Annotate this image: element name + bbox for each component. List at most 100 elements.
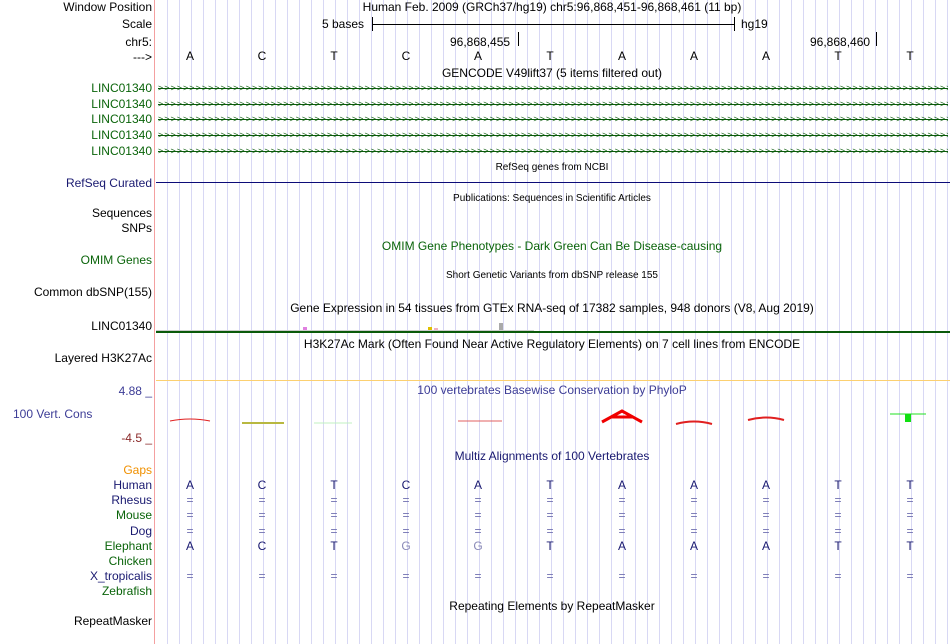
aligned-base: G	[401, 538, 411, 553]
aligned-base: T	[906, 538, 914, 553]
strand-arrows-icon: >>>>>>>>>>>>>>>>>>>>>>>>>>>>>>>>>>>>>>>>…	[158, 84, 948, 93]
aligned-base: =	[330, 523, 338, 538]
dbsnp-title[interactable]: Short Genetic Variants from dbSNP releas…	[446, 270, 658, 281]
aligned-base: =	[762, 508, 770, 523]
gene-label[interactable]: LINC01340	[91, 144, 152, 158]
aligned-base: G	[473, 538, 483, 553]
aligned-base: =	[690, 508, 698, 523]
publications-title[interactable]: Publications: Sequences in Scientific Ar…	[453, 193, 651, 204]
species-label[interactable]: Human	[113, 478, 152, 492]
phylop-mark	[675, 420, 713, 425]
gene-line[interactable]	[158, 151, 948, 152]
aligned-base: =	[546, 493, 554, 508]
aligned-base: =	[402, 569, 410, 584]
gtex-gene-label[interactable]: LINC01340	[91, 319, 152, 333]
repeatmasker-label[interactable]: RepeatMasker	[73, 614, 152, 628]
species-label[interactable]: Mouse	[115, 508, 152, 523]
aligned-base: =	[690, 523, 698, 538]
reference-base: A	[617, 49, 627, 63]
aligned-base: A	[617, 478, 627, 492]
gtex-gene-line	[156, 331, 950, 333]
reference-base: A	[689, 49, 699, 63]
refseq-line	[156, 182, 950, 183]
gene-label[interactable]: LINC01340	[91, 97, 152, 111]
snps-label[interactable]: SNPs	[121, 221, 152, 235]
repeatmasker-title[interactable]: Repeating Elements by RepeatMasker	[449, 599, 655, 613]
aligned-base: T	[330, 538, 338, 553]
gene-line[interactable]	[158, 88, 948, 89]
aligned-base: =	[474, 508, 482, 523]
aligned-base: =	[618, 569, 626, 584]
aligned-base: =	[186, 569, 194, 584]
species-label[interactable]: Rhesus	[111, 493, 152, 508]
aligned-base: T	[330, 478, 338, 492]
dbsnp-label[interactable]: Common dbSNP(155)	[33, 285, 152, 299]
gencode-title[interactable]: GENCODE V49lift37 (5 items filtered out)	[441, 66, 663, 80]
aligned-base: =	[402, 523, 410, 538]
reference-base: A	[185, 49, 195, 63]
aligned-base: =	[618, 508, 626, 523]
strand-arrows-icon: >>>>>>>>>>>>>>>>>>>>>>>>>>>>>>>>>>>>>>>>…	[158, 100, 948, 109]
omim-genes-label[interactable]: OMIM Genes	[80, 253, 152, 267]
aligned-base: =	[618, 523, 626, 538]
aligned-base: A	[689, 538, 699, 553]
phylop-title[interactable]: 100 vertebrates Basewise Conservation by…	[417, 383, 687, 397]
species-label[interactable]: Elephant	[104, 538, 152, 553]
aligned-base: =	[762, 493, 770, 508]
aligned-base: A	[185, 538, 195, 553]
refseq-title[interactable]: RefSeq genes from NCBI	[495, 162, 609, 173]
scale-db: hg19	[741, 17, 768, 31]
aligned-base: =	[618, 493, 626, 508]
aligned-base: =	[834, 508, 842, 523]
aligned-base: A	[185, 478, 195, 492]
aligned-base: C	[401, 478, 411, 492]
aligned-base: =	[402, 508, 410, 523]
gene-line[interactable]	[158, 104, 948, 105]
aligned-base: T	[834, 538, 842, 553]
gene-label[interactable]: LINC01340	[91, 81, 152, 95]
aligned-base: =	[546, 508, 554, 523]
h3k27ac-label[interactable]: Layered H3K27Ac	[54, 351, 152, 365]
aligned-base: T	[546, 478, 554, 492]
aligned-base: =	[834, 523, 842, 538]
h3k27ac-line	[156, 380, 950, 381]
refseq-curated-label[interactable]: RefSeq Curated	[65, 176, 152, 190]
sequences-label[interactable]: Sequences	[91, 206, 152, 220]
vert-cons-label[interactable]: 100 Vert. Cons	[13, 407, 93, 421]
assembly-position: Human Feb. 2009 (GRCh37/hg19) chr5:96,86…	[362, 0, 742, 14]
aligned-base: A	[473, 478, 483, 492]
reference-base: T	[330, 49, 338, 63]
aligned-base: =	[690, 493, 698, 508]
aligned-base: =	[186, 523, 194, 538]
aligned-base: =	[834, 493, 842, 508]
reference-base: A	[473, 49, 483, 63]
aligned-base: =	[834, 569, 842, 584]
gtex-bar	[434, 328, 438, 330]
track-grid	[156, 0, 950, 644]
gtex-bar	[499, 323, 503, 330]
multiz-title[interactable]: Multiz Alignments of 100 Vertebrates	[454, 449, 650, 463]
aligned-base: C	[257, 538, 267, 553]
aligned-base: A	[617, 538, 627, 553]
aligned-base: A	[761, 478, 771, 492]
gtex-title[interactable]: Gene Expression in 54 tissues from GTEx …	[290, 301, 814, 315]
chr-label: chr5:	[125, 35, 152, 49]
species-label[interactable]: Chicken	[108, 554, 152, 568]
phylop-mark	[601, 409, 643, 424]
aligned-base: =	[258, 508, 266, 523]
species-label[interactable]: X_tropicalis	[89, 569, 152, 584]
h3k27ac-title[interactable]: H3K27Ac Mark (Often Found Near Active Re…	[303, 337, 801, 351]
aligned-base: =	[906, 569, 914, 584]
gene-line[interactable]	[158, 135, 948, 136]
gene-label[interactable]: LINC01340	[91, 128, 152, 142]
reference-base: C	[401, 49, 411, 63]
species-label[interactable]: Zebrafish	[101, 584, 152, 599]
aligned-base: T	[834, 478, 842, 492]
gene-line[interactable]	[158, 119, 948, 120]
aligned-base: =	[690, 569, 698, 584]
omim-title[interactable]: OMIM Gene Phenotypes - Dark Green Can Be…	[381, 239, 723, 253]
species-label[interactable]: Dog	[129, 523, 152, 538]
gene-label[interactable]: LINC01340	[91, 112, 152, 126]
strand-label: --->	[133, 50, 152, 64]
phylop-mark	[905, 414, 911, 422]
